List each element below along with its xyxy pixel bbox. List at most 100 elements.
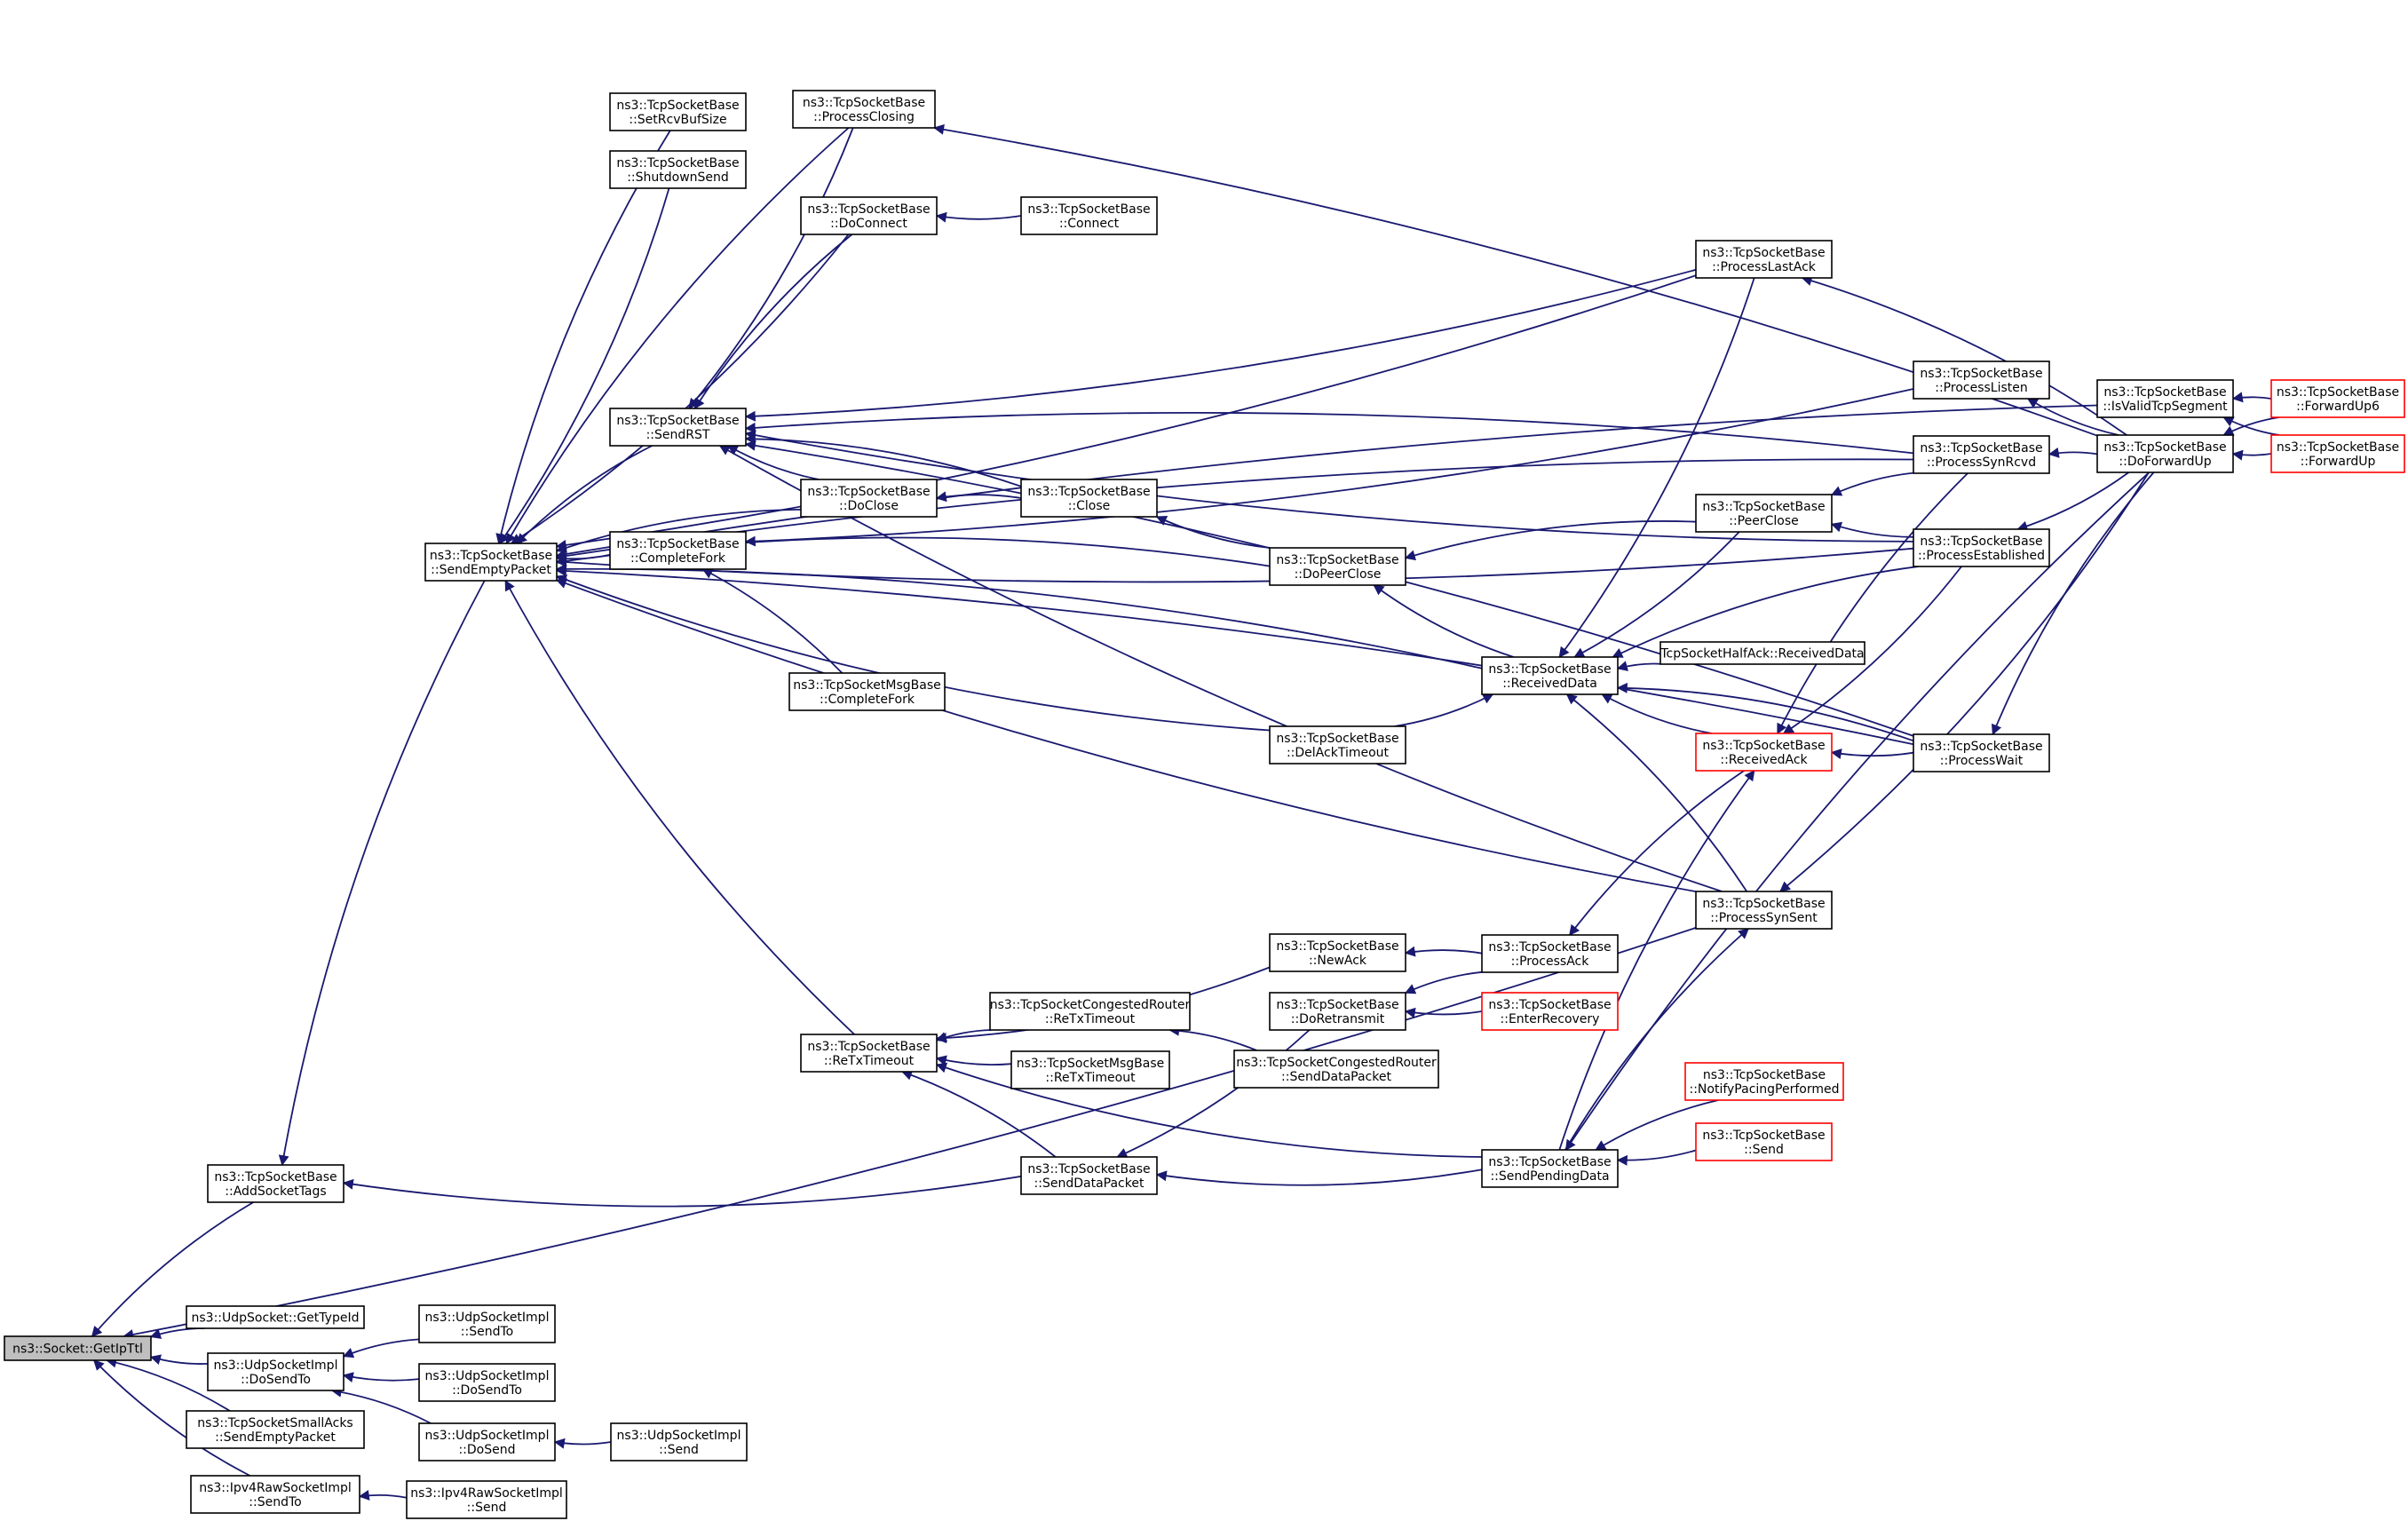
node-ns3-tcpsocketbase-notifypacingperformed[interactable]: ns3::TcpSocketBase::NotifyPacingPerforme… <box>1684 1062 1844 1101</box>
node-ns3-udpsocketimpl-sendto[interactable]: ns3::UdpSocketImpl::SendTo <box>418 1304 556 1343</box>
node-box[interactable] <box>1913 528 2050 567</box>
node-box[interactable] <box>190 1475 360 1514</box>
node-box[interactable] <box>2270 434 2405 473</box>
node-box[interactable] <box>1020 1156 1158 1195</box>
node-ns3-tcpsocketbase-receivedack[interactable]: ns3::TcpSocketBase::ReceivedAck <box>1695 733 1833 772</box>
node-ns3-tcpsocketbase-sendrst[interactable]: ns3::TcpSocketBase::SendRST <box>609 408 747 447</box>
node-box[interactable] <box>609 150 747 189</box>
node-ns3-ipv4rawsocketimpl-sendto[interactable]: ns3::Ipv4RawSocketImpl::SendTo <box>190 1475 360 1514</box>
node-ns3-tcpsocketbase-peerclose[interactable]: ns3::TcpSocketBase::PeerClose <box>1695 494 1833 533</box>
node-ns3-tcpsocketbase-completefork[interactable]: ns3::TcpSocketBase::CompleteFork <box>609 531 747 570</box>
node-ns3-tcpsocketbase-sendpendingdata[interactable]: ns3::TcpSocketBase::SendPendingData <box>1481 1149 1619 1188</box>
node-ns3-tcpsocketbase-processwait[interactable]: ns3::TcpSocketBase::ProcessWait <box>1913 733 2050 772</box>
node-box[interactable] <box>1695 733 1833 772</box>
node-box[interactable] <box>186 1410 365 1449</box>
node-box[interactable] <box>1010 1050 1170 1089</box>
node-box[interactable] <box>418 1304 556 1343</box>
node-ns3-tcpsocketmsgbase-completefork[interactable]: ns3::TcpSocketMsgBase::CompleteFork <box>788 672 946 711</box>
node-ns3-tcpsocketcongestedrouter-senddatapacket[interactable]: ns3::TcpSocketCongestedRouter::SendDataP… <box>1233 1050 1439 1089</box>
node-box[interactable] <box>1481 656 1619 695</box>
node-ns3-tcpsocketbase-receiveddata[interactable]: ns3::TcpSocketBase::ReceivedData <box>1481 656 1619 695</box>
node-ns3-udpsocket-gettypeid[interactable]: ns3::UdpSocket::GetTypeId <box>186 1305 365 1329</box>
node-box[interactable] <box>207 1352 345 1391</box>
node-ns3-tcpsocketbase-setrcvbufsize[interactable]: ns3::TcpSocketBase::SetRcvBufSize <box>609 92 747 131</box>
node-box[interactable] <box>800 1034 938 1073</box>
node-ns3-tcpsocketmsgbase-retxtimeout[interactable]: ns3::TcpSocketMsgBase::ReTxTimeout <box>1010 1050 1170 1089</box>
node-box[interactable] <box>1269 992 1406 1031</box>
node-box[interactable] <box>792 90 936 129</box>
node-box[interactable] <box>800 196 938 235</box>
node-ns3-tcpsocketbase-connect[interactable]: ns3::TcpSocketBase::Connect <box>1020 196 1158 235</box>
node-box[interactable] <box>788 672 946 711</box>
node-ns3-tcpsocketsmallacks-sendemptypacket[interactable]: ns3::TcpSocketSmallAcks::SendEmptyPacket <box>186 1410 365 1449</box>
node-ns3-socket-getipttl[interactable]: ns3::Socket::GetIpTtl <box>4 1335 152 1361</box>
node-box[interactable] <box>1695 891 1833 930</box>
node-ns3-udpsocketimpl-dosend[interactable]: ns3::UdpSocketImpl::DoSend <box>418 1422 556 1462</box>
node-ns3-tcpsocketcongestedrouter-retxtimeout[interactable]: ns3::TcpSocketCongestedRouter::ReTxTimeo… <box>989 992 1191 1031</box>
node-ns3-tcpsocketbase-processestablished[interactable]: ns3::TcpSocketBase::ProcessEstablished <box>1913 528 2050 567</box>
node-box[interactable] <box>609 408 747 447</box>
node-box[interactable] <box>1695 494 1833 533</box>
node-ns3-tcpsocketbase-processlisten[interactable]: ns3::TcpSocketBase::ProcessListen <box>1913 360 2050 400</box>
node-ns3-tcpsocketbase-processsynrcvd[interactable]: ns3::TcpSocketBase::ProcessSynRcvd <box>1913 435 2050 474</box>
node-ns3-tcpsocketbase-doforwardup[interactable]: ns3::TcpSocketBase::DoForwardUp <box>2096 434 2234 473</box>
node-ns3-tcpsocketbase-doclose[interactable]: ns3::TcpSocketBase::DoClose <box>800 479 938 518</box>
node-box[interactable] <box>1913 435 2050 474</box>
node-box[interactable] <box>418 1422 556 1462</box>
node-box[interactable] <box>186 1305 365 1329</box>
node-ns3-tcpsocketbase-processlastack[interactable]: ns3::TcpSocketBase::ProcessLastAck <box>1695 240 1833 279</box>
node-box[interactable] <box>1913 733 2050 772</box>
node-box[interactable] <box>2096 379 2234 418</box>
node-ns3-tcpsocketbase-doconnect[interactable]: ns3::TcpSocketBase::DoConnect <box>800 196 938 235</box>
node-ns3-tcpsocketbase-sendemptypacket[interactable]: ns3::TcpSocketBase::SendEmptyPacket <box>424 543 558 582</box>
node-box[interactable] <box>2096 434 2234 473</box>
node-box[interactable] <box>207 1164 345 1203</box>
node-tcpsockethalfack-receiveddata[interactable]: TcpSocketHalfAck::ReceivedData <box>1659 641 1865 665</box>
node-box[interactable] <box>1684 1062 1844 1101</box>
node-ns3-udpsocketimpl-send[interactable]: ns3::UdpSocketImpl::Send <box>610 1422 748 1462</box>
node-box[interactable] <box>1695 1122 1833 1161</box>
node-box[interactable] <box>609 92 747 131</box>
node-box[interactable] <box>1269 933 1406 972</box>
node-box[interactable] <box>609 531 747 570</box>
node-ns3-tcpsocketbase-delacktimeout[interactable]: ns3::TcpSocketBase::DelAckTimeout <box>1269 725 1406 764</box>
node-ns3-tcpsocketbase-processsynsent[interactable]: ns3::TcpSocketBase::ProcessSynSent <box>1695 891 1833 930</box>
node-box[interactable] <box>1481 992 1619 1031</box>
node-ns3-tcpsocketbase-forwardup[interactable]: ns3::TcpSocketBase::ForwardUp <box>2270 434 2405 473</box>
node-ns3-tcpsocketbase-dopeerclose[interactable]: ns3::TcpSocketBase::DoPeerClose <box>1269 547 1406 586</box>
node-box[interactable] <box>989 992 1191 1031</box>
node-box[interactable] <box>1659 641 1865 665</box>
node-box[interactable] <box>1695 240 1833 279</box>
node-ns3-tcpsocketbase-newack[interactable]: ns3::TcpSocketBase::NewAck <box>1269 933 1406 972</box>
node-ns3-udpsocketimpl-dosendto[interactable]: ns3::UdpSocketImpl::DoSendTo <box>418 1363 556 1402</box>
node-ns3-tcpsocketbase-isvalidtcpsegment[interactable]: ns3::TcpSocketBase::IsValidTcpSegment <box>2096 379 2234 418</box>
node-ns3-tcpsocketbase-retxtimeout[interactable]: ns3::TcpSocketBase::ReTxTimeout <box>800 1034 938 1073</box>
node-box[interactable] <box>4 1335 152 1361</box>
node-ns3-tcpsocketbase-processack[interactable]: ns3::TcpSocketBase::ProcessAck <box>1481 934 1619 973</box>
node-box[interactable] <box>1020 479 1158 518</box>
node-ns3-tcpsocketbase-processclosing[interactable]: ns3::TcpSocketBase::ProcessClosing <box>792 90 936 129</box>
node-box[interactable] <box>1913 360 2050 400</box>
node-box[interactable] <box>2270 379 2405 418</box>
node-box[interactable] <box>1481 934 1619 973</box>
node-ns3-udpsocketimpl-dosendto[interactable]: ns3::UdpSocketImpl::DoSendTo <box>207 1352 345 1391</box>
node-ns3-tcpsocketbase-senddatapacket[interactable]: ns3::TcpSocketBase::SendDataPacket <box>1020 1156 1158 1195</box>
node-ns3-tcpsocketbase-send[interactable]: ns3::TcpSocketBase::Send <box>1695 1122 1833 1161</box>
node-ns3-tcpsocketbase-addsockettags[interactable]: ns3::TcpSocketBase::AddSocketTags <box>207 1164 345 1203</box>
node-ns3-tcpsocketbase-shutdownsend[interactable]: ns3::TcpSocketBase::ShutdownSend <box>609 150 747 189</box>
node-box[interactable] <box>424 543 558 582</box>
node-ns3-ipv4rawsocketimpl-send[interactable]: ns3::Ipv4RawSocketImpl::Send <box>406 1480 567 1519</box>
node-box[interactable] <box>406 1480 567 1519</box>
node-ns3-tcpsocketbase-forwardup6[interactable]: ns3::TcpSocketBase::ForwardUp6 <box>2270 379 2405 418</box>
node-box[interactable] <box>610 1422 748 1462</box>
node-box[interactable] <box>1233 1050 1439 1089</box>
node-box[interactable] <box>1481 1149 1619 1188</box>
node-ns3-tcpsocketbase-close[interactable]: ns3::TcpSocketBase::Close <box>1020 479 1158 518</box>
node-ns3-tcpsocketbase-enterrecovery[interactable]: ns3::TcpSocketBase::EnterRecovery <box>1481 992 1619 1031</box>
node-box[interactable] <box>800 479 938 518</box>
node-ns3-tcpsocketbase-doretransmit[interactable]: ns3::TcpSocketBase::DoRetransmit <box>1269 992 1406 1031</box>
node-box[interactable] <box>418 1363 556 1402</box>
node-box[interactable] <box>1269 725 1406 764</box>
node-box[interactable] <box>1269 547 1406 586</box>
node-box[interactable] <box>1020 196 1158 235</box>
